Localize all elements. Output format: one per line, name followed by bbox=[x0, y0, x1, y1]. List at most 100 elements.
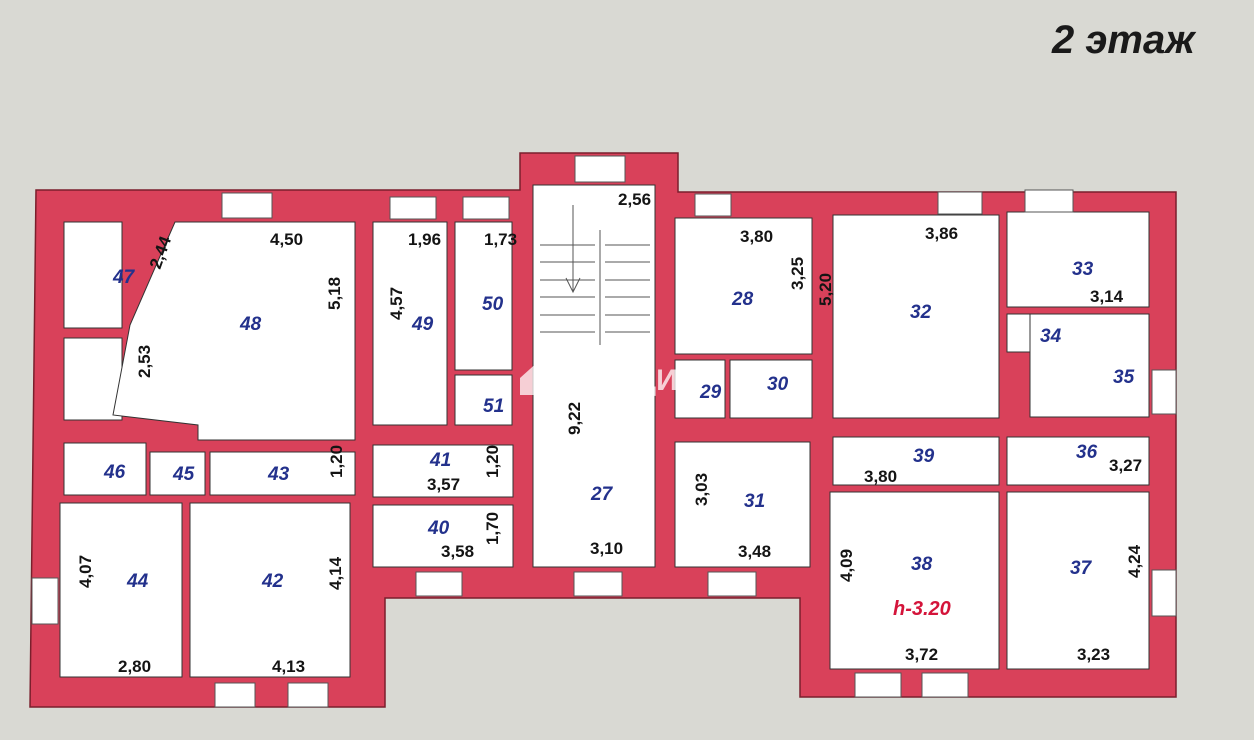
room-31-floor bbox=[674, 441, 811, 568]
window bbox=[287, 682, 329, 708]
window bbox=[694, 193, 732, 217]
dimension: 3,58 bbox=[441, 542, 474, 561]
room-number: 34 bbox=[1040, 326, 1062, 347]
room-number: 44 bbox=[126, 571, 149, 592]
room-number: 39 bbox=[913, 446, 935, 467]
room-33-floor bbox=[1006, 211, 1150, 308]
dimension: 1,20 bbox=[327, 445, 346, 478]
window bbox=[707, 571, 757, 597]
room-number: 41 bbox=[429, 450, 451, 471]
room-floors bbox=[59, 184, 1150, 678]
room-49-floor bbox=[372, 221, 448, 426]
window bbox=[937, 191, 983, 215]
room-29-floor bbox=[674, 359, 726, 419]
watermark-house-icon bbox=[520, 360, 560, 395]
room-44-floor bbox=[59, 502, 183, 678]
room-number: 36 bbox=[1076, 442, 1098, 463]
watermark: ВЛАДИС bbox=[520, 360, 699, 397]
room-number: 32 bbox=[910, 302, 932, 323]
room-40-floor bbox=[372, 504, 514, 568]
dimension: 3,86 bbox=[925, 224, 958, 243]
dimension: 4,14 bbox=[326, 556, 345, 590]
room-number: 31 bbox=[744, 491, 765, 512]
window bbox=[415, 571, 463, 597]
room-45-floor bbox=[149, 451, 206, 496]
room-47-bath bbox=[63, 337, 123, 421]
dimension: 3,48 bbox=[738, 542, 771, 561]
window bbox=[574, 155, 626, 183]
dimension: 1,70 bbox=[483, 512, 502, 545]
room-number: 43 bbox=[267, 464, 290, 485]
room-number: 45 bbox=[172, 464, 195, 485]
dimension: 2,80 bbox=[118, 657, 151, 676]
dimension: 3,25 bbox=[788, 257, 807, 290]
room-number: 28 bbox=[731, 289, 754, 310]
dimension: 5,20 bbox=[816, 273, 835, 306]
window bbox=[1151, 569, 1177, 617]
room-number: 35 bbox=[1113, 367, 1135, 388]
room-37-floor bbox=[1006, 491, 1150, 670]
windows bbox=[31, 155, 1177, 708]
room-number: 49 bbox=[411, 314, 434, 335]
window bbox=[31, 577, 59, 625]
dimension: 4,50 bbox=[270, 230, 303, 249]
room-number: 51 bbox=[483, 396, 504, 417]
room-47-floor bbox=[63, 221, 123, 329]
dimension: 4,09 bbox=[837, 549, 856, 582]
window bbox=[1024, 189, 1074, 213]
room-51-floor bbox=[454, 374, 513, 426]
dimension: 1,73 bbox=[484, 230, 517, 249]
dimension: 3,14 bbox=[1090, 287, 1124, 306]
dimension: 4,13 bbox=[272, 657, 305, 676]
dimension: 3,27 bbox=[1109, 456, 1142, 475]
window bbox=[573, 571, 623, 597]
room-38-floor bbox=[829, 491, 1000, 670]
room-number: 40 bbox=[427, 518, 450, 539]
room-number: 30 bbox=[767, 374, 789, 395]
dimension: 3,57 bbox=[427, 475, 460, 494]
room-number: 27 bbox=[590, 484, 614, 505]
room-number: 48 bbox=[239, 314, 262, 335]
room-48-floor bbox=[112, 221, 356, 441]
room-35-floor bbox=[1029, 313, 1150, 418]
room-30-floor bbox=[729, 359, 813, 419]
room-number: 46 bbox=[103, 462, 126, 483]
watermark-text: ВЛАДИС bbox=[570, 364, 699, 397]
room-42-floor bbox=[189, 502, 351, 678]
room-41-floor bbox=[372, 444, 514, 498]
room-number: 29 bbox=[699, 382, 722, 403]
dimension: 4,07 bbox=[76, 555, 95, 588]
room-39-floor bbox=[832, 436, 1000, 486]
room-number: 50 bbox=[482, 294, 504, 315]
dimension: 3,03 bbox=[692, 473, 711, 506]
window bbox=[921, 672, 969, 698]
window bbox=[854, 672, 902, 698]
window bbox=[221, 192, 273, 219]
room-43-floor bbox=[209, 451, 356, 496]
dimension: 4,24 bbox=[1125, 544, 1144, 578]
floor-label: 2 этаж bbox=[1052, 18, 1195, 62]
dimension: 1,20 bbox=[483, 445, 502, 478]
window bbox=[389, 196, 437, 220]
room-number: 33 bbox=[1072, 259, 1094, 280]
stair-steps bbox=[540, 205, 650, 345]
dimension: 5,18 bbox=[325, 277, 344, 310]
dimension: 3,10 bbox=[590, 539, 623, 558]
dimension: 9,22 bbox=[565, 402, 584, 435]
room-46-floor bbox=[63, 442, 147, 496]
room-number: 47 bbox=[112, 267, 136, 288]
dimension: 2,53 bbox=[135, 345, 154, 378]
dimension: 2,56 bbox=[618, 190, 651, 209]
room-number: 38 bbox=[911, 554, 933, 575]
room-50-floor bbox=[454, 221, 513, 371]
dimension: 3,23 bbox=[1077, 645, 1110, 664]
window bbox=[1151, 369, 1177, 415]
ceiling-height-label: h-3.20 bbox=[893, 598, 951, 620]
room-28-floor bbox=[674, 217, 813, 355]
dimension: 4,57 bbox=[387, 287, 406, 320]
window bbox=[462, 196, 510, 220]
dimension: 3,80 bbox=[740, 227, 773, 246]
dimension: 3,80 bbox=[864, 467, 897, 486]
dimension: 1,96 bbox=[408, 230, 441, 249]
